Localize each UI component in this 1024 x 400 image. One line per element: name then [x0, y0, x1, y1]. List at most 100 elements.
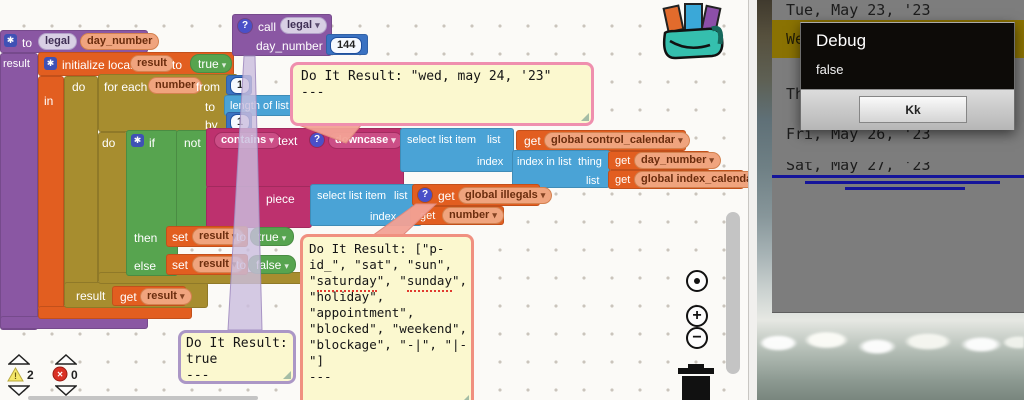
center-workspace-button[interactable]	[686, 270, 708, 292]
get-label: get	[524, 134, 541, 148]
get-day-number-var[interactable]: day_number	[634, 152, 721, 169]
inner-do-label: do	[102, 136, 116, 150]
text-label: text	[278, 134, 298, 148]
number-1-value[interactable]: 1	[230, 77, 251, 94]
to-label: to	[205, 100, 216, 114]
select-list-item-label: select list item	[407, 134, 477, 146]
debug-dialog: Debug false Kk	[800, 22, 1015, 130]
get-label: get	[615, 155, 631, 167]
dialog-ok-button[interactable]: Kk	[859, 96, 967, 123]
to-label: to	[236, 258, 247, 272]
true-value[interactable]: true	[198, 57, 226, 72]
strike-line	[772, 175, 1024, 178]
list-label: list	[586, 175, 600, 187]
init-to-label: to	[172, 58, 183, 72]
debug-dialog-body: Debug false	[801, 23, 1014, 89]
mutator-icon[interactable]	[131, 134, 144, 147]
horizontal-scrollbar[interactable]	[28, 396, 258, 400]
procedure-def-spine[interactable]	[0, 53, 38, 330]
init-in-label: in	[44, 94, 54, 108]
false-value[interactable]: false	[256, 258, 289, 273]
mutator-icon[interactable]	[44, 57, 57, 70]
help-icon[interactable]	[310, 133, 324, 147]
debug-dialog-footer: Kk	[801, 89, 1014, 130]
strike-line	[805, 181, 1000, 184]
select-list-item-label: select list item	[317, 190, 387, 202]
get-illegals-var[interactable]: global illegals	[458, 187, 553, 204]
then-label: then	[134, 231, 158, 245]
doit-result-comment-wed[interactable]: Do It Result: "wed, may 24, '23" ---	[290, 62, 594, 126]
init-local-spine[interactable]	[38, 76, 64, 310]
else-label: else	[134, 259, 157, 273]
errors-down-arrow[interactable]	[55, 385, 77, 396]
doit-result-comment-true[interactable]: Do It Result: true ---	[178, 330, 296, 384]
warning-icon[interactable]: !	[7, 367, 24, 382]
companion-phone-panel: Tue, May 23, '23 Wed, May 24, '23 Thu, M…	[757, 0, 1024, 400]
index-label: index	[370, 211, 397, 223]
contains-dropdown[interactable]: contains	[214, 132, 281, 149]
call-proc-dropdown[interactable]: legal	[280, 17, 327, 34]
length-of-list-label: length of list	[230, 100, 289, 112]
index-in-list-label: index in list	[517, 156, 572, 168]
call-label: call	[258, 20, 277, 34]
dialog-message: false	[816, 62, 844, 77]
warnings-count[interactable]: 2	[27, 368, 34, 382]
select-list-item-block[interactable]	[400, 128, 514, 172]
mutator-icon[interactable]	[4, 34, 17, 47]
warnings-up-arrow[interactable]	[8, 354, 30, 365]
vertical-scrollbar[interactable]	[726, 212, 740, 374]
set-label: set	[172, 230, 189, 244]
not-label: not	[184, 136, 201, 150]
get-label: get	[615, 174, 631, 186]
procedure-param-field[interactable]: day_number	[80, 33, 160, 50]
list-label: list	[487, 134, 501, 146]
wallpaper-snow-detail	[757, 328, 1024, 358]
errors-count[interactable]: 0	[71, 368, 78, 382]
thing-label: thing	[578, 156, 602, 168]
list-item[interactable]: Tue, May 23, '23	[786, 1, 931, 19]
zoom-in-button[interactable]: +	[686, 305, 708, 327]
error-icon[interactable]: ×	[52, 366, 68, 382]
trash-icon[interactable]	[674, 364, 718, 400]
if-block[interactable]	[126, 130, 178, 276]
true-value[interactable]: true	[258, 230, 286, 245]
list-item-partial[interactable]: Sat, May 27, '23	[786, 162, 931, 174]
get-control-calendar-var[interactable]: global control_calendar	[544, 132, 690, 149]
get-number-var[interactable]: number	[442, 207, 504, 224]
to-label: to	[236, 230, 247, 244]
procedure-name-field[interactable]: legal	[38, 33, 78, 50]
init-local-bottom[interactable]	[38, 306, 192, 319]
init-local-label: initialize local	[62, 58, 133, 72]
procdef-to-label: to	[22, 36, 33, 50]
get-label: get	[420, 210, 436, 222]
blocks-workspace[interactable]: to legal day_number result initialize lo…	[0, 0, 757, 400]
get-result-var[interactable]: result	[140, 288, 192, 305]
index-in-list-block[interactable]	[512, 150, 610, 188]
piece-label: piece	[266, 192, 295, 206]
foreach-var-field[interactable]: number	[148, 77, 203, 94]
number-144-value[interactable]: 144	[330, 37, 363, 54]
get-index-calendar-var[interactable]: global index_calendar	[634, 171, 757, 188]
result-slot-label: result	[76, 289, 106, 303]
foreach-spine[interactable]	[98, 132, 128, 282]
help-icon[interactable]	[238, 19, 252, 33]
svg-text:×: ×	[57, 370, 63, 381]
set-label: set	[172, 258, 189, 272]
warnings-down-arrow[interactable]	[8, 385, 30, 396]
procedure-def-bottom[interactable]	[0, 316, 148, 329]
errors-up-arrow[interactable]	[55, 354, 77, 365]
help-icon[interactable]	[418, 188, 432, 202]
do-result-spine[interactable]	[64, 76, 98, 288]
init-var-field[interactable]: result	[130, 55, 174, 72]
zoom-out-button[interactable]: −	[686, 327, 708, 349]
get-label: get	[120, 290, 137, 304]
contains-block-lower[interactable]	[206, 186, 312, 228]
backpack-icon[interactable]	[656, 2, 732, 62]
foreach-label: for each	[104, 80, 148, 94]
downcase-dropdown[interactable]: downcase	[328, 132, 403, 149]
strike-line	[845, 187, 965, 190]
do-label: do	[72, 80, 86, 94]
doit-result-comment-list[interactable]: Do It Result: ["p- id_", "sat", "sun", "…	[300, 234, 474, 400]
if-label: if	[149, 136, 155, 150]
index-label: index	[477, 156, 504, 168]
